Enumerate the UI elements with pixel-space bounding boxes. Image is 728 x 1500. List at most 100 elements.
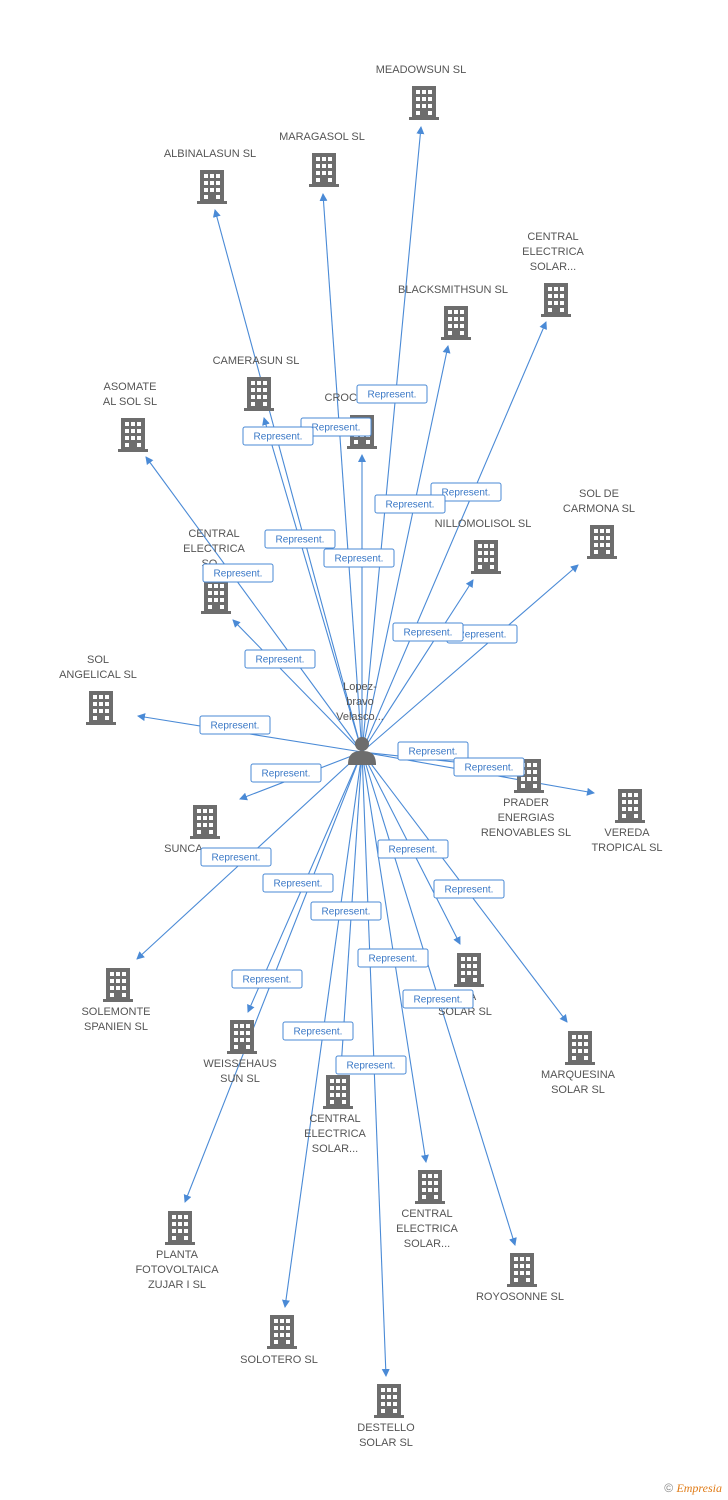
relation-badge[interactable]: Represent. [374, 494, 446, 514]
relation-badge[interactable]: Represent. [231, 969, 303, 989]
building-icon[interactable] [309, 153, 339, 187]
edge-blacksmithsun [361, 345, 451, 753]
company-label-solotero[interactable]: SOLOTERO SL [240, 1354, 318, 1366]
company-label-meadowsun[interactable]: MEADOWSUN SL [376, 64, 466, 76]
relation-box [430, 482, 502, 502]
relation-label: Represent. [256, 655, 305, 666]
relation-label: Represent. [254, 432, 303, 443]
relation-badge[interactable]: Represent. [433, 879, 505, 899]
company-label-sunca[interactable]: SUNCA... [164, 843, 212, 855]
relation-box [356, 384, 428, 404]
footer: © Empresia [664, 1481, 722, 1496]
relation-badge[interactable]: Represent. [335, 1055, 407, 1075]
relation-label: Represent. [214, 569, 263, 580]
edge-maragasol [319, 193, 363, 753]
building-icon[interactable] [441, 306, 471, 340]
relation-label: Represent. [335, 554, 384, 565]
relation-label: Represent. [322, 907, 371, 918]
relation-badge[interactable]: Represent. [402, 989, 474, 1009]
building-icon[interactable] [415, 1170, 445, 1204]
relation-badge[interactable]: Represent. [392, 622, 464, 642]
edge-nillomolisol [361, 579, 474, 753]
building-icon[interactable] [197, 170, 227, 204]
relation-badge[interactable]: Represent. [282, 1021, 354, 1041]
relation-badge[interactable]: Represent. [377, 839, 449, 859]
building-icon[interactable] [541, 283, 571, 317]
relation-label: Represent. [414, 995, 463, 1006]
building-icon[interactable] [201, 580, 231, 614]
person-icon[interactable] [348, 737, 376, 765]
building-icon[interactable] [165, 1211, 195, 1245]
relation-box [402, 989, 474, 1009]
relation-badge[interactable]: Represent. [453, 757, 525, 777]
company-label-camerasun[interactable]: CAMERASUN SL [213, 355, 300, 367]
relation-label: Represent. [445, 885, 494, 896]
relation-badge[interactable]: Represent. [310, 901, 382, 921]
building-icon[interactable] [244, 377, 274, 411]
building-icon[interactable] [323, 1075, 353, 1109]
relation-badge[interactable]: Represent. [242, 426, 314, 446]
company-label-nillomolisol[interactable]: NILLOMOLISOL SL [435, 518, 532, 530]
relation-badge[interactable]: Represent. [199, 715, 271, 735]
relation-label: Represent. [274, 879, 323, 890]
relation-badge[interactable]: Represent. [323, 548, 395, 568]
relation-box [199, 715, 271, 735]
relation-badge[interactable]: Represent. [262, 873, 334, 893]
company-label-maragasol[interactable]: MARAGASOL SL [279, 131, 365, 143]
relation-label: Represent. [404, 628, 453, 639]
relation-badge[interactable]: Represent. [356, 384, 428, 404]
relation-label: Represent. [458, 630, 507, 641]
relation-badge[interactable]: Represent. [250, 763, 322, 783]
brand-logo[interactable]: Empresia [676, 1481, 722, 1495]
company-label-royosonne[interactable]: ROYOSONNE SL [476, 1291, 564, 1303]
building-icon[interactable] [374, 1384, 404, 1418]
building-icon[interactable] [118, 418, 148, 452]
relation-label: Represent. [442, 488, 491, 499]
edge-asomate [145, 456, 363, 753]
building-icon[interactable] [471, 540, 501, 574]
building-icon[interactable] [267, 1315, 297, 1349]
relation-badge[interactable]: Represent. [244, 649, 316, 669]
edge-meadowsun [361, 126, 425, 753]
relation-labels-layer: Represent.Represent.Represent.Represent.… [199, 384, 525, 1075]
building-icon[interactable] [86, 691, 116, 725]
building-icon[interactable] [507, 1253, 537, 1287]
building-icon[interactable] [565, 1031, 595, 1065]
relation-badge[interactable]: Represent. [357, 948, 429, 968]
relation-badge[interactable]: Represent. [200, 847, 272, 867]
building-icon[interactable] [587, 525, 617, 559]
relation-badge[interactable]: Represent. [430, 482, 502, 502]
relation-badge[interactable]: Represent. [264, 529, 336, 549]
building-icon[interactable] [103, 968, 133, 1002]
building-icon[interactable] [615, 789, 645, 823]
relation-box [262, 873, 334, 893]
building-icon[interactable] [409, 86, 439, 120]
building-icon[interactable] [454, 953, 484, 987]
relation-box [433, 879, 505, 899]
company-label-albinalasun[interactable]: ALBINALASUN SL [164, 148, 256, 160]
relation-box [282, 1021, 354, 1041]
relation-label: Represent. [369, 954, 418, 965]
relation-box [397, 741, 469, 761]
building-icon[interactable] [190, 805, 220, 839]
company-label-blacksmithsun[interactable]: BLACKSMITHSUN SL [398, 284, 508, 296]
relation-badge[interactable]: Represent. [397, 741, 469, 761]
building-icon[interactable] [227, 1020, 257, 1054]
relation-badge[interactable]: Represent. [202, 563, 274, 583]
relation-box [392, 622, 464, 642]
